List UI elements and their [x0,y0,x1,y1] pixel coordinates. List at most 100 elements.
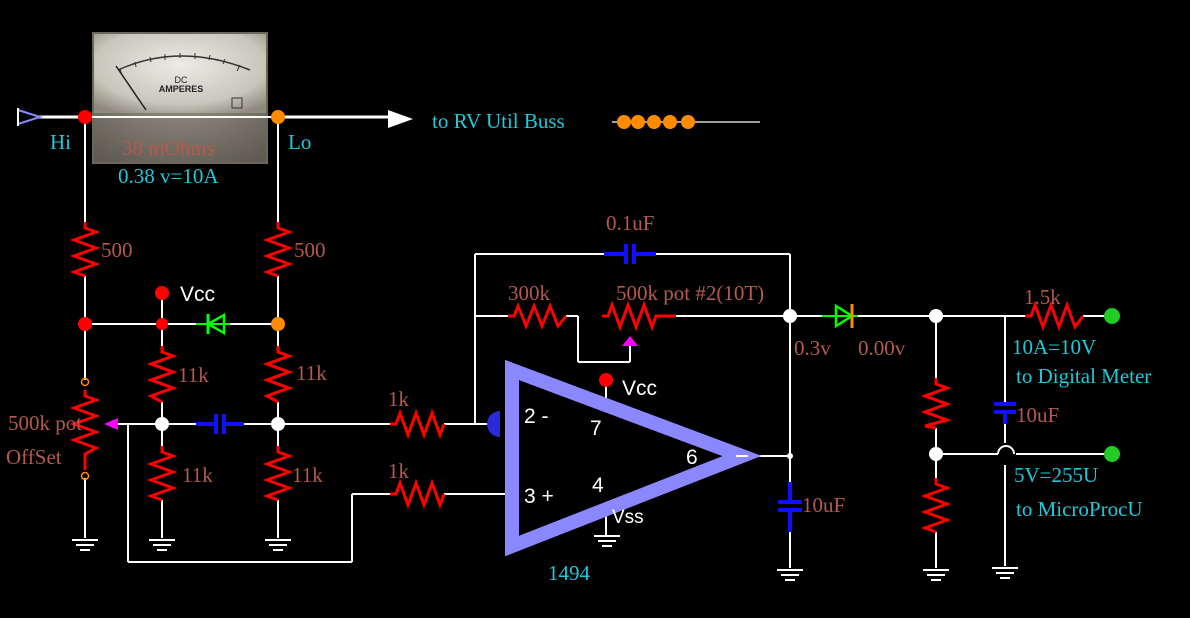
diode-output [822,303,858,329]
vcc-opamp-icon [599,373,613,387]
node-mid-left [155,417,169,431]
resistor-1k-a [390,408,446,440]
label-cap-feedback: 0.1uF [606,211,654,235]
label-digital-1: 10A=10V [1012,335,1096,359]
meter-dial-label: AMPERES [159,84,204,94]
label-hi: Hi [50,130,71,154]
label-bus: to RV Util Buss [432,109,565,133]
label-micro-1: 5V=255U [1014,463,1098,487]
label-shunt-rating: 0.38 v=10A [118,164,219,188]
node-lo [271,110,285,124]
capacitor-output [778,482,802,532]
resistor-11k-3 [146,446,178,502]
label-vcc-left: Vcc [180,283,215,306]
label-vcc-opamp: Vcc [622,377,657,400]
label-r-1k-b: 1k [388,459,410,483]
ground-icon [777,569,803,581]
util-bus-dots-icon [617,115,695,129]
resistor-1k-b [390,478,446,510]
node-hi [78,110,92,124]
pot-gain-wiper-icon [622,336,638,346]
resistor-500-left [69,222,101,278]
meter-needle [115,65,147,111]
resistor-1-5k [1025,300,1085,332]
meter-scale-arc [117,55,251,71]
meter-badge-icon [231,97,243,109]
node-right [271,317,285,331]
opamp-1494 [487,359,762,557]
node-right-top [929,309,943,323]
ground-icon [594,535,620,547]
resistor-500-right [262,222,294,278]
meter-scale-ticks [119,53,241,76]
node-out [787,453,793,459]
label-pot-offset-1: 500k pot [8,411,82,435]
terminal-microproc [1104,446,1120,462]
pot-gain-body [602,300,676,332]
diode-bias [196,312,230,336]
bus-arrow-icon [388,110,413,128]
resistors [69,222,1085,534]
label-cap-right: 10uF [1016,403,1059,427]
grounds [72,535,1018,581]
label-r-500-right: 500 [294,238,326,262]
label-micro-2: to MicroProcU [1016,497,1143,521]
label-r-500-left: 500 [101,238,133,262]
ground-icon [992,567,1018,579]
capacitor-coupling [196,414,244,434]
panel-meter: DC AMPERES [92,32,268,164]
label-cap-out: 10uF [802,493,845,517]
label-pin-7: 7 [590,417,602,440]
label-r-11k-1: 11k [178,363,209,387]
inverting-input-marker [487,411,500,437]
node-mid-right [271,417,285,431]
label-r-300k: 300k [508,281,551,305]
resistor-divider-top [920,378,952,430]
resistor-11k-1 [146,346,178,404]
label-pin-4: 4 [592,474,604,497]
label-r-1-5k: 1.5k [1024,285,1061,309]
resistor-11k-4 [262,446,294,502]
resistor-300k [508,301,568,331]
input-arrow-icon [17,108,44,126]
pot-offset-terminal-top [80,377,90,387]
pot-offset-terminal-bot [80,471,90,481]
label-pin-2: 2 - [524,405,549,428]
nodes [78,110,1120,462]
terminal-digital-meter [1104,308,1120,324]
label-r-11k-2: 11k [296,361,327,385]
label-digital-2: to Digital Meter [1016,364,1151,388]
pot-offset-wiper-icon [104,418,118,430]
label-pin-3: 3 + [524,485,554,508]
pot-offset-body [69,390,101,470]
label-v-diode: 0.00v [858,336,906,360]
resistor-divider-bot [920,478,952,534]
node-vcc-junction [156,318,168,330]
capacitors [196,244,1016,532]
ground-icon [72,539,98,551]
label-pin-6: 6 [686,446,698,469]
label-pot-gain: 500k pot #2(10T) [616,281,764,305]
meter-dial-unit: DC [175,75,188,85]
ground-icon [149,539,175,551]
label-pot-offset-2: OffSet [6,445,62,469]
label-shunt: 38 mOhms [122,136,215,160]
node-out-top [783,309,797,323]
capacitor-feedback [604,244,656,264]
label-opamp-part: 1494 [548,561,591,585]
wire-crossover [997,445,1015,455]
vcc-left-icon [155,286,169,300]
ground-icon [265,539,291,551]
label-r-11k-4: 11k [292,463,323,487]
capacitor-right [994,402,1016,424]
label-r-11k-3: 11k [182,463,213,487]
resistor-11k-2 [262,346,294,404]
node-left [78,317,92,331]
label-vss: Vss [612,507,644,528]
label-r-1k-a: 1k [388,387,410,411]
label-lo: Lo [288,130,311,154]
node-divider [929,447,943,461]
ground-icon [923,569,949,581]
label-v-out: 0.3v [794,336,831,360]
